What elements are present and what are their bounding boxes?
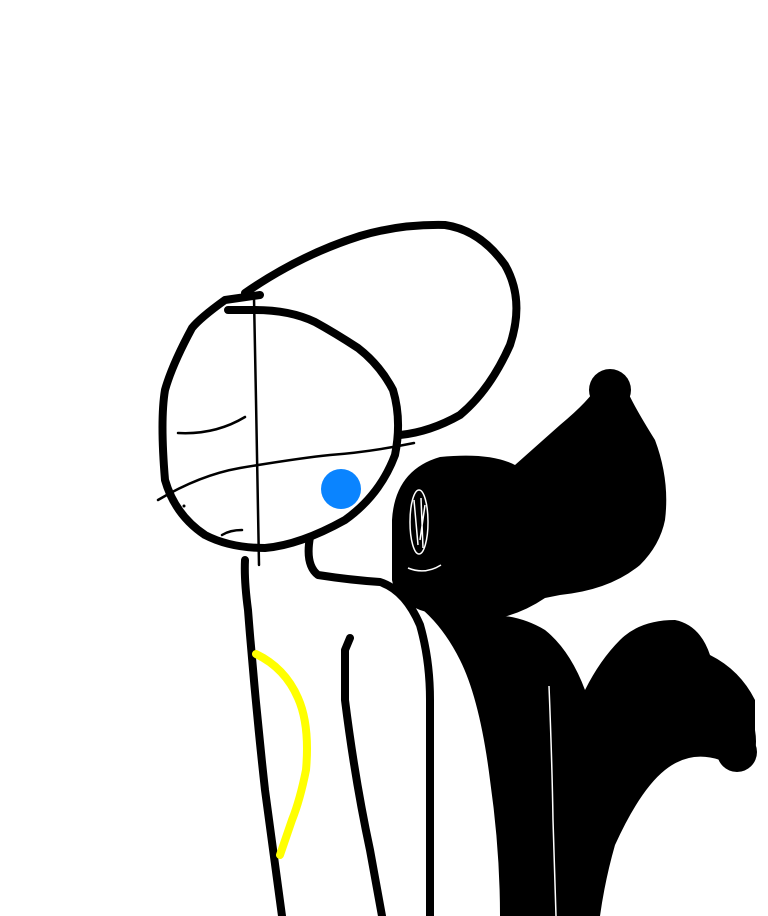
horizontal-guide <box>156 441 416 502</box>
creature-neck-body <box>410 600 756 916</box>
blue-eye <box>321 469 361 509</box>
creature-mouth <box>407 564 442 572</box>
eye-outline <box>409 489 429 555</box>
figure-arm <box>341 634 386 916</box>
closed-eye-line <box>176 415 247 435</box>
figure-neck-back <box>240 556 286 916</box>
figure-neck-front <box>304 533 434 916</box>
vertical-guide <box>252 296 261 567</box>
figure-head <box>158 291 403 552</box>
figure-hair-bun <box>241 220 521 439</box>
creature-head <box>392 377 667 620</box>
face-guidelines <box>156 296 416 567</box>
creature-tail-tip <box>717 732 757 772</box>
creature-eye <box>407 489 557 916</box>
yellow-stroke <box>252 650 311 859</box>
black-creature <box>392 369 757 916</box>
white-figure <box>158 220 521 916</box>
eye-scribble <box>413 497 426 549</box>
creature-ear-tip <box>589 369 631 411</box>
creature-leg-line <box>548 685 557 916</box>
mouth-line <box>220 528 244 537</box>
cheek-dot <box>182 504 186 508</box>
